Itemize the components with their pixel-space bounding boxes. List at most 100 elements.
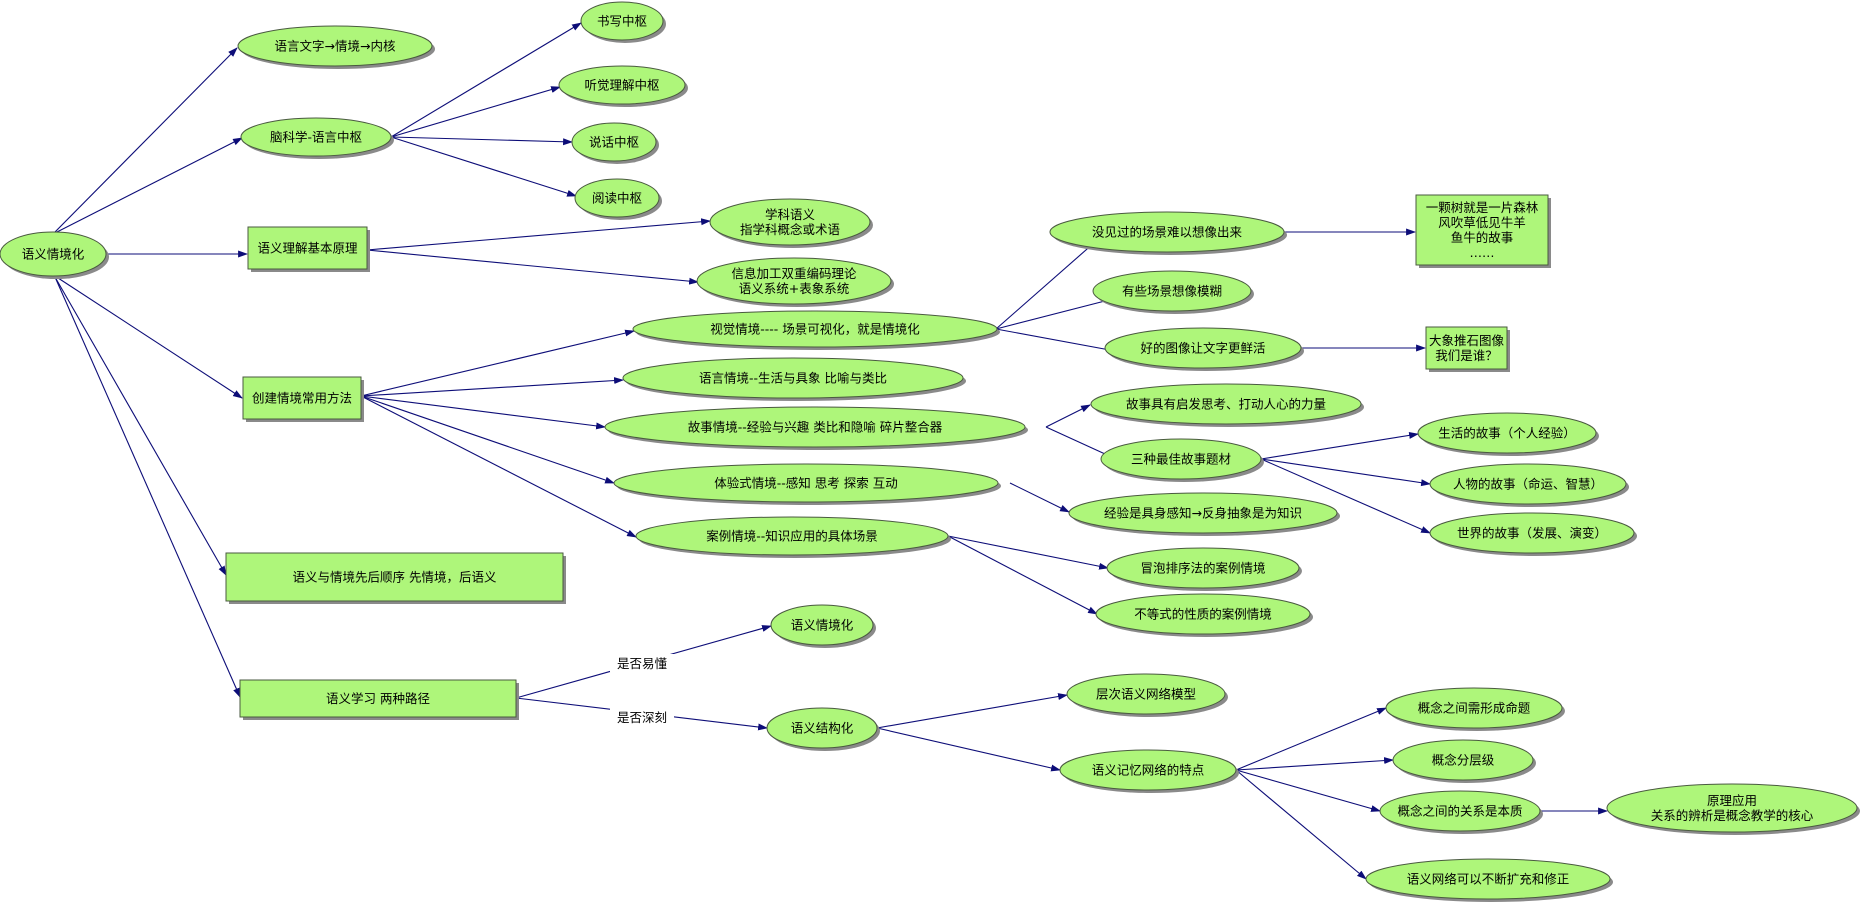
node-ellipse [0,231,107,277]
node-network-ext[interactable]: 语义网络可以不断扩充和修正 [1365,858,1613,902]
node-three[interactable]: 三种最佳故事题材 [1100,438,1264,482]
node-lang-text[interactable]: 语言文字→情境→内核 [237,25,435,69]
node-two-paths[interactable]: 语义学习 两种路径 [239,679,519,720]
node-ellipse [1106,547,1300,589]
node-bubble[interactable]: 冒泡排序法的案例情境 [1106,547,1302,591]
node-write[interactable]: 书写中枢 [580,1,666,43]
node-label: 不等式的性质的案例情境 [1134,607,1272,622]
edge-label-deep: 是否深刻 [617,710,667,725]
node-label: 语义理解基本原理 [257,241,358,256]
node-label: 语义记忆网络的特点 [1092,763,1205,778]
node-ellipse [622,357,964,399]
edge-mem-to-concept_prop [1235,707,1387,771]
node-sem-ctx[interactable]: 语义情境化 [770,604,876,648]
node-label: 经验是具身感知→反身抽象是为知识 [1104,506,1302,521]
node-ellipse [1092,270,1252,312]
node-label: 语言文字→情境→内核 [275,39,396,54]
node-label: 人物的故事（命运、智慧） [1453,477,1603,492]
node-forest[interactable]: 一颗树就是一片森林风吹草低见牛羊鱼牛的故事…… [1415,194,1551,268]
node-brain[interactable]: 脑科学-语言中枢 [240,117,394,159]
node-life[interactable]: 生活的故事（个人经验） [1417,412,1599,456]
node-listen[interactable]: 听觉理解中枢 [558,65,688,107]
edge-brain-to-listen [390,86,561,138]
node-label: 听觉理解中枢 [584,78,659,93]
node-label: 体验式情境--感知 思考 探索 互动 [714,476,897,491]
node-concept-lvl[interactable]: 概念分层级 [1392,739,1536,783]
node-inequal[interactable]: 不等式的性质的案例情境 [1095,593,1313,637]
node-ellipse [1606,783,1858,833]
node-concept-rel[interactable]: 概念之间的关系是本质 [1379,790,1543,834]
node-unseen[interactable]: 没见过的场景难以想像出来 [1049,211,1287,255]
node-label: 指学科概念或术语 [740,222,840,237]
node-ellipse [604,406,1026,448]
edge-brain-to-write [390,22,582,138]
node-principle[interactable]: 语义理解基本原理 [247,226,370,272]
node-hier[interactable]: 层次语义网络模型 [1066,673,1228,717]
node-experience[interactable]: 体验式情境--感知 思考 探索 互动 [613,463,1001,505]
edge-root-to-lang_text [54,47,238,233]
edge-brain-to-speak [390,136,573,146]
node-label: 语义与情境先后顺序 先情境，后语义 [293,570,497,585]
node-label: 语义网络可以不断扩充和修正 [1407,872,1570,887]
node-story-pow[interactable]: 故事具有启发思考、打动人心的力量 [1090,383,1364,427]
node-label: 我们是谁？ [1435,348,1498,363]
node-label: 概念之间需形成命题 [1418,701,1531,716]
node-ellipse [1068,492,1338,534]
node-ellipse [1417,412,1597,454]
node-label: 学科语义 [765,207,816,222]
node-box [1425,326,1508,370]
node-ellipse [558,65,686,105]
node-speak[interactable]: 说话中枢 [571,122,659,164]
node-label: 语义系统+表象系统 [739,281,849,296]
node-case[interactable]: 案例情境--知识应用的具体场景 [635,516,951,558]
edge-brain-to-read [390,136,577,197]
edge-methods-to-experience [360,395,615,484]
edge-three-to-life [1260,431,1419,460]
node-box [247,226,368,270]
node-people[interactable]: 人物的故事（命运、智慧） [1429,463,1629,507]
edge-mem-to-network_ext [1235,769,1367,880]
node-ellipse [770,604,874,646]
node-sem-struct[interactable]: 语义结构化 [766,707,880,751]
node-label: 创建情境常用方法 [252,391,352,406]
node-label: 脑科学-语言中枢 [270,130,362,145]
node-label: 没见过的场景难以想像出来 [1092,225,1243,240]
node-language[interactable]: 语言情境--生活与具象 比喻与类比 [622,357,966,401]
node-good-img[interactable]: 好的图像让文字更鲜活 [1104,327,1304,371]
edge-label-easy: 是否易懂 [617,656,668,671]
node-concept-prop[interactable]: 概念之间需形成命题 [1385,687,1565,731]
node-world[interactable]: 世界的故事（发展、演变） [1429,512,1637,556]
node-exp-know[interactable]: 经验是具身感知→反身抽象是为知识 [1068,492,1340,536]
node-label: 说话中枢 [589,135,639,150]
node-order[interactable]: 语义与情境先后顺序 先情境，后语义 [225,552,566,604]
node-root[interactable]: 语义情境化 [0,231,109,279]
node-label: 阅读中枢 [592,191,642,206]
node-label: 视觉情境---- 场景可视化，就是情境化 [710,322,920,337]
node-ellipse [237,25,433,67]
node-methods[interactable]: 创建情境常用方法 [242,376,364,422]
node-box [1415,194,1549,266]
node-label: 案例情境--知识应用的具体场景 [706,529,878,544]
node-blur[interactable]: 有些场景想像模糊 [1092,270,1254,314]
edge-principle-to-subject [366,218,711,251]
node-mem[interactable]: 语义记忆网络的特点 [1059,749,1239,793]
node-visual[interactable]: 视觉情境---- 场景可视化，就是情境化 [632,310,1000,350]
node-ellipse [1392,739,1534,781]
node-ellipse [571,122,657,162]
node-ellipse [613,463,999,503]
node-read[interactable]: 阅读中枢 [574,178,662,220]
edge-methods-to-story [360,395,606,430]
edge-story-to-story_pow [1045,404,1091,428]
node-ellipse [1066,673,1226,715]
node-label: 语言情境--生活与具象 比喻与类比 [699,371,887,386]
node-story[interactable]: 故事情境--经验与兴趣 类比和隐喻 碎片整合器 [604,406,1028,450]
node-ellipse [1095,593,1311,635]
edge-root-to-methods [54,275,243,399]
node-ellipse [1385,687,1563,729]
node-label: 原理应用 [1707,793,1757,808]
